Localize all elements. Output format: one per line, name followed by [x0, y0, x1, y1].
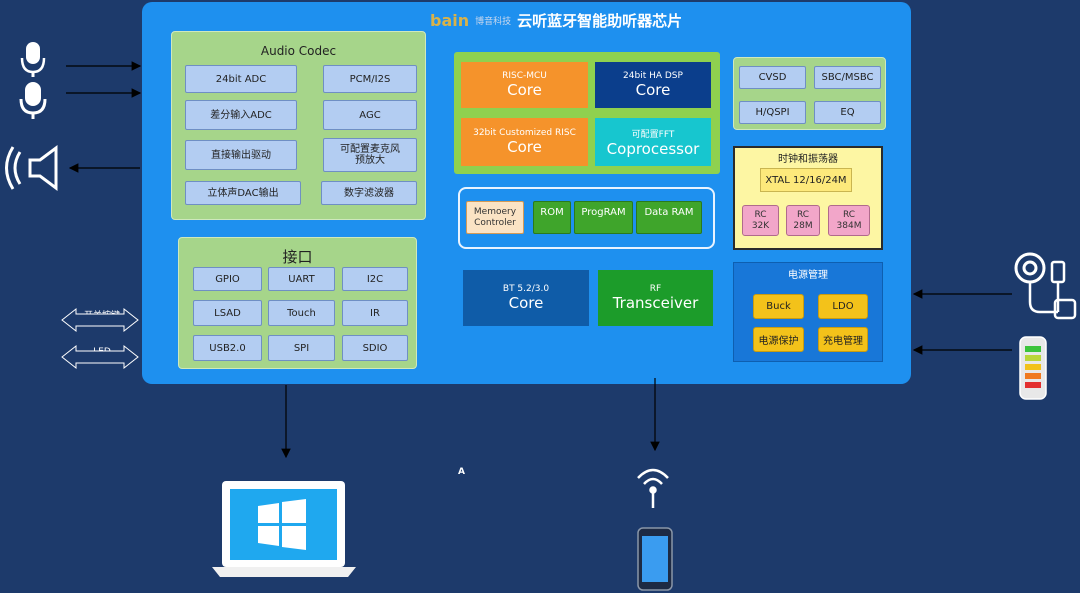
core-custom-risc-main: Core [507, 138, 542, 156]
chip-title: bain 博音科技 云听蓝牙智能助听器芯片 [430, 8, 682, 32]
clock-rc-384m: RC 384M [828, 205, 870, 236]
core-risc-mcu: RISC-MCU Core [461, 62, 588, 108]
codec-agc: AGC [323, 100, 417, 130]
bt-core-sub: BT 5.2/3.0 [502, 284, 550, 294]
if-ir: IR [342, 300, 408, 326]
if-spi: SPI [268, 335, 335, 361]
codec-mic-preamp: 可配置麦克风预放大 [323, 138, 417, 172]
core-ha-dsp-main: Core [635, 81, 671, 99]
codec-pcm-i2s: PCM/I2S [323, 65, 417, 93]
core-fft: 可配置FFT Coprocessor [595, 118, 711, 166]
clock-rc-28m: RC 28M [786, 205, 820, 236]
codec-24bit-adc: 24bit ADC [185, 65, 297, 93]
clock-title: 时钟和振荡器 [778, 154, 838, 165]
charger-icon [1014, 252, 1077, 320]
if-touch: Touch [268, 300, 335, 326]
if-lsad: LSAD [193, 300, 262, 326]
if-uart: UART [268, 267, 335, 291]
clock-xtal: XTAL 12/16/24M [760, 168, 852, 192]
if-sdio: SDIO [342, 335, 408, 361]
interface-title: 接口 [282, 248, 313, 266]
power-buck: Buck [753, 294, 804, 319]
core-risc-mcu-sub: RISC-MCU [502, 71, 547, 81]
core-custom-risc-sub: 32bit Customized RISC [473, 128, 576, 138]
power-ldo: LDO [818, 294, 868, 319]
codec-digital-filter: 数字滤波器 [321, 181, 417, 205]
core-fft-main: Coprocessor [606, 139, 700, 158]
core-risc-mcu-main: Core [507, 81, 542, 99]
codec-direct-output: 直接输出驱动 [185, 140, 297, 170]
memory-panel [458, 187, 715, 249]
battery-level-icon [1019, 336, 1047, 400]
page-title: 云听蓝牙智能助听器芯片 [517, 11, 683, 30]
core-ha-dsp-sub: 24bit HA DSP [623, 71, 683, 81]
laptop-icon [212, 481, 356, 577]
if-gpio: GPIO [193, 267, 262, 291]
codec-sbc: SBC/MSBC [814, 66, 881, 89]
core-ha-dsp: 24bit HA DSP Core [595, 62, 711, 108]
bt-core: BT 5.2/3.0 Core [463, 270, 589, 326]
bt-core-main: Core [508, 294, 544, 312]
memory-dataram: Data RAM [636, 201, 702, 234]
codec-stereo-dac: 立体声DAC输出 [185, 181, 301, 205]
switch-double-arrow [61, 307, 139, 333]
codec-diff-adc: 差分输入ADC [185, 100, 297, 130]
if-i2c: I2C [342, 267, 408, 291]
microphone-icon [20, 42, 46, 77]
rf-transceiver: RF Transceiver [598, 270, 713, 326]
power-protect: 电源保护 [753, 327, 804, 352]
codec-hqspi: H/QSPI [739, 101, 806, 124]
brand-logo: bain [430, 10, 470, 30]
core-fft-sub: 可配置FFT [631, 129, 675, 140]
codec-cvsd: CVSD [739, 66, 806, 89]
power-charge: 充电管理 [818, 327, 868, 352]
power-title: 电源管理 [788, 270, 828, 281]
led-double-arrow [61, 344, 139, 370]
core-custom-risc: 32bit Customized RISC Core [461, 118, 588, 166]
codec-eq: EQ [814, 101, 881, 124]
memory-rom: ROM [533, 201, 571, 234]
wireless-signal-icon [637, 468, 669, 508]
bottom-label: A [458, 467, 465, 477]
audio-codec-title: Audio Codec [260, 44, 337, 58]
rf-sub: RF [649, 284, 662, 294]
rf-main: Transceiver [612, 294, 699, 312]
microphone-filled-icon [19, 82, 47, 119]
brand-subtitle: 博音科技 [475, 16, 512, 27]
speaker-icon [5, 145, 58, 191]
if-usb: USB2.0 [193, 335, 262, 361]
phone-icon [637, 527, 673, 591]
clock-rc-32k: RC 32K [742, 205, 779, 236]
memory-controller: Memoery Controler [466, 201, 524, 234]
memory-program: ProgRAM [574, 201, 633, 234]
